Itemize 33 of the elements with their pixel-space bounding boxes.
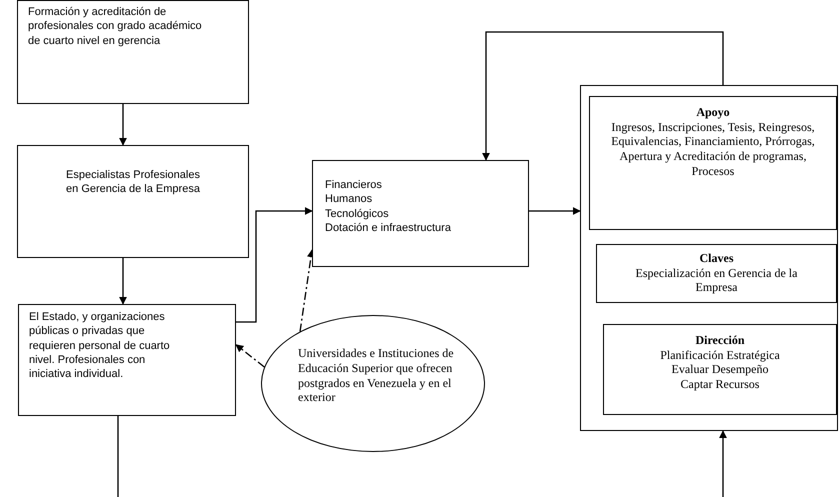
process-box: [603, 324, 837, 415]
process-box: [17, 0, 249, 104]
box-text: Universidades e Instituciones de Educación Superior que ofrecen postgrados en Venezuela y en el exterior: [298, 346, 454, 405]
box-text: Ingresos, Inscripciones, Tesis, Reingresos, Equivalencias, Financiamiento, Prórrogas, Apertura y Acreditación de programas, Procesos: [610, 120, 816, 178]
process-box: [312, 160, 529, 267]
ellipse-node: [261, 315, 485, 452]
box-text: Captar Recursos: [680, 376, 760, 392]
arrow: [719, 430, 727, 497]
arrow: [482, 31, 724, 161]
box-heading: Claves: [700, 251, 734, 266]
box-text: Evaluar Desempeño: [672, 362, 768, 377]
box-heading: Apoyo: [696, 105, 730, 120]
process-box: [589, 96, 837, 230]
box-text: Dotación e infraestructura: [325, 220, 452, 236]
box-heading: Dirección: [695, 333, 745, 348]
arrow: [236, 207, 313, 323]
box-text: El Estado, y organizaciones públicas o privadas que requieren personal de cuarto nivel. Profesionales con iniciativa individual.: [29, 310, 171, 382]
process-box: [18, 304, 236, 416]
container-box: [580, 85, 838, 431]
box-text: Especialización en Gerencia de la Empresa: [634, 266, 798, 295]
arrow: [529, 207, 581, 215]
process-box: [596, 244, 837, 303]
connector-line: [117, 416, 119, 497]
box-text: Humanos: [325, 192, 374, 207]
arrow: [119, 258, 127, 305]
box-text: Tecnológicos: [325, 206, 390, 221]
box-text: Financieros: [325, 178, 383, 192]
process-box: [17, 145, 249, 258]
arrow: [119, 104, 127, 146]
box-text: Especialistas Profesionales en Gerencia de la Empresa: [65, 168, 201, 197]
dash-dot-arrow: [235, 344, 265, 368]
box-text: Planificación Estratégica: [660, 348, 780, 362]
box-text: Formación y acreditación de profesionales con grado académico de cuarto nivel en gerencia: [28, 5, 203, 48]
